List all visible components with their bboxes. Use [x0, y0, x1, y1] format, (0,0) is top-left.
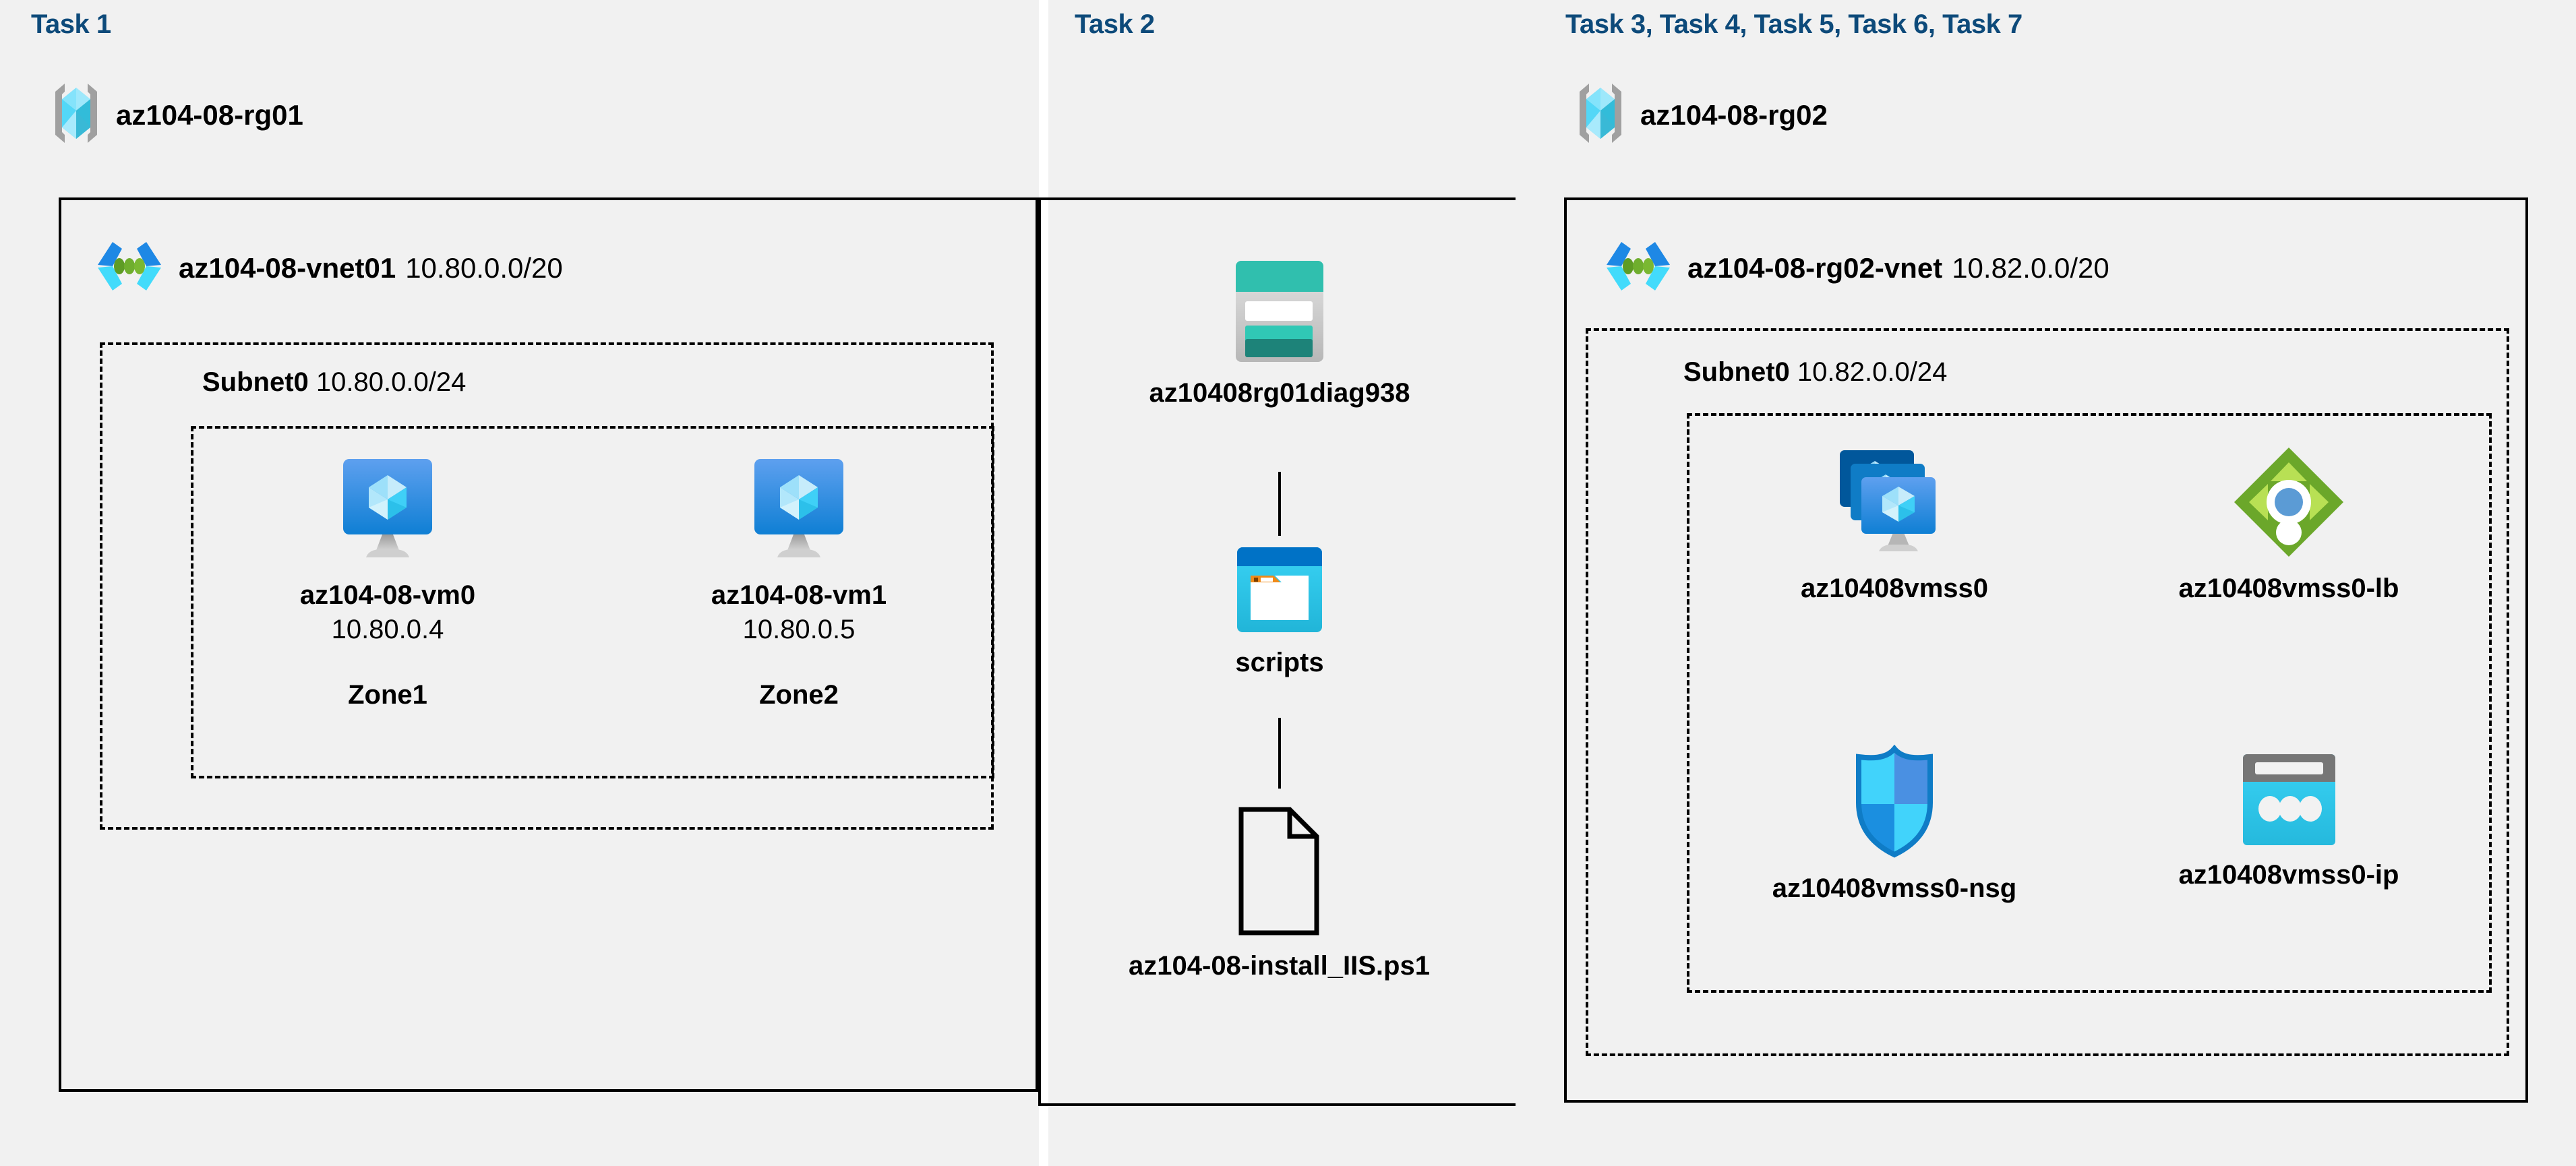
task3to7-subnet-cidr: 10.82.0.0/24	[1797, 357, 1948, 387]
load-balancer-node[interactable]: az10408vmss0-lb	[2120, 445, 2457, 604]
nsg-name: az10408vmss0-nsg	[1772, 873, 2017, 903]
resource-group-icon	[49, 81, 104, 149]
task3to7-subnet-name: Subnet0	[1683, 357, 1790, 387]
public-ip-name: az10408vmss0-ip	[2178, 860, 2399, 890]
task2-label: Task 2	[1075, 9, 1155, 39]
connector-storage-to-container	[1278, 472, 1281, 536]
vm-node-1[interactable]: az104-08-vm1 10.80.0.5 Zone2	[681, 455, 917, 710]
blob-container-icon	[1236, 546, 1323, 637]
task1-vnet-box	[59, 197, 1038, 1092]
storage-account-icon	[1234, 259, 1325, 367]
blob-container-node[interactable]: scripts	[1091, 546, 1468, 678]
storage-account-name: az10408rg01diag938	[1149, 378, 1410, 408]
task3to7-vnet-cidr: 10.82.0.0/20	[1952, 251, 2109, 284]
vmss-node[interactable]: az10408vmss0	[1726, 445, 2063, 604]
task3to7-vnet-name: az104-08-rg02-vnet	[1687, 251, 1943, 284]
task3to7-resource-group-box	[1687, 413, 2492, 993]
vm-zone-0: Zone1	[348, 680, 427, 710]
task3to7-resource-group-name: az104-08-rg02	[1640, 98, 1828, 131]
task3to7-vnet-box	[1564, 197, 2528, 1103]
vm-ip-1: 10.80.0.5	[742, 615, 856, 644]
task3to7-panel	[1516, 0, 2576, 1166]
task1-resource-group-name: az104-08-rg01	[116, 98, 303, 131]
task3to7-vnet-header: az104-08-rg02-vnet 10.82.0.0/20	[1601, 239, 2109, 297]
blob-container-name: scripts	[1235, 648, 1324, 677]
vm-node-0[interactable]: az104-08-vm0 10.80.0.4 Zone1	[270, 455, 506, 710]
vmss-name: az10408vmss0	[1800, 574, 1989, 603]
task1-subnet-label: Subnet0 10.80.0.0/24	[202, 367, 466, 398]
load-balancer-name: az10408vmss0-lb	[2178, 574, 2399, 603]
task1-label: Task 1	[31, 9, 111, 39]
task1-subnet-name: Subnet0	[202, 367, 309, 397]
task1-panel	[0, 0, 1039, 1166]
script-file-name: az104-08-install_IIS.ps1	[1129, 951, 1430, 981]
public-ip-node[interactable]: az10408vmss0-ip	[2120, 751, 2457, 890]
connector-container-to-file	[1278, 718, 1281, 789]
resource-group-icon	[1573, 81, 1628, 149]
virtual-network-icon	[1601, 239, 1675, 297]
task1-vm-group-box	[191, 426, 994, 778]
network-security-group-icon	[1851, 744, 1938, 863]
file-icon	[1237, 805, 1321, 940]
task3to7-subnet-label: Subnet0 10.82.0.0/24	[1683, 357, 1947, 388]
vm-name-1: az104-08-vm1	[711, 580, 887, 610]
vm-scale-set-icon	[1836, 445, 1954, 563]
virtual-machine-icon	[752, 455, 846, 570]
vm-zone-1: Zone2	[759, 680, 839, 710]
task3to7-subnet-box	[1586, 328, 2509, 1056]
storage-account-node[interactable]: az10408rg01diag938	[1091, 259, 1468, 408]
virtual-network-icon	[92, 239, 167, 297]
task1-vnet-cidr: 10.80.0.0/20	[405, 251, 563, 284]
task1-resource-group-header: az104-08-rg01	[49, 81, 303, 149]
task3to7-label: Task 3, Task 4, Task 5, Task 6, Task 7	[1565, 9, 2023, 39]
virtual-machine-icon	[340, 455, 435, 570]
load-balancer-icon	[2231, 445, 2346, 563]
public-ip-address-icon	[2240, 751, 2338, 849]
task1-subnet-cidr: 10.80.0.0/24	[316, 367, 467, 397]
task1-vnet-header: az104-08-vnet01 10.80.0.0/20	[92, 239, 563, 297]
task3to7-resource-group-header: az104-08-rg02	[1573, 81, 1828, 149]
vm-ip-0: 10.80.0.4	[331, 615, 444, 644]
script-file-node[interactable]: az104-08-install_IIS.ps1	[1065, 805, 1493, 981]
vm-name-0: az104-08-vm0	[299, 580, 476, 610]
task1-vnet-name: az104-08-vnet01	[179, 251, 396, 284]
nsg-node[interactable]: az10408vmss0-nsg	[1726, 744, 2063, 904]
